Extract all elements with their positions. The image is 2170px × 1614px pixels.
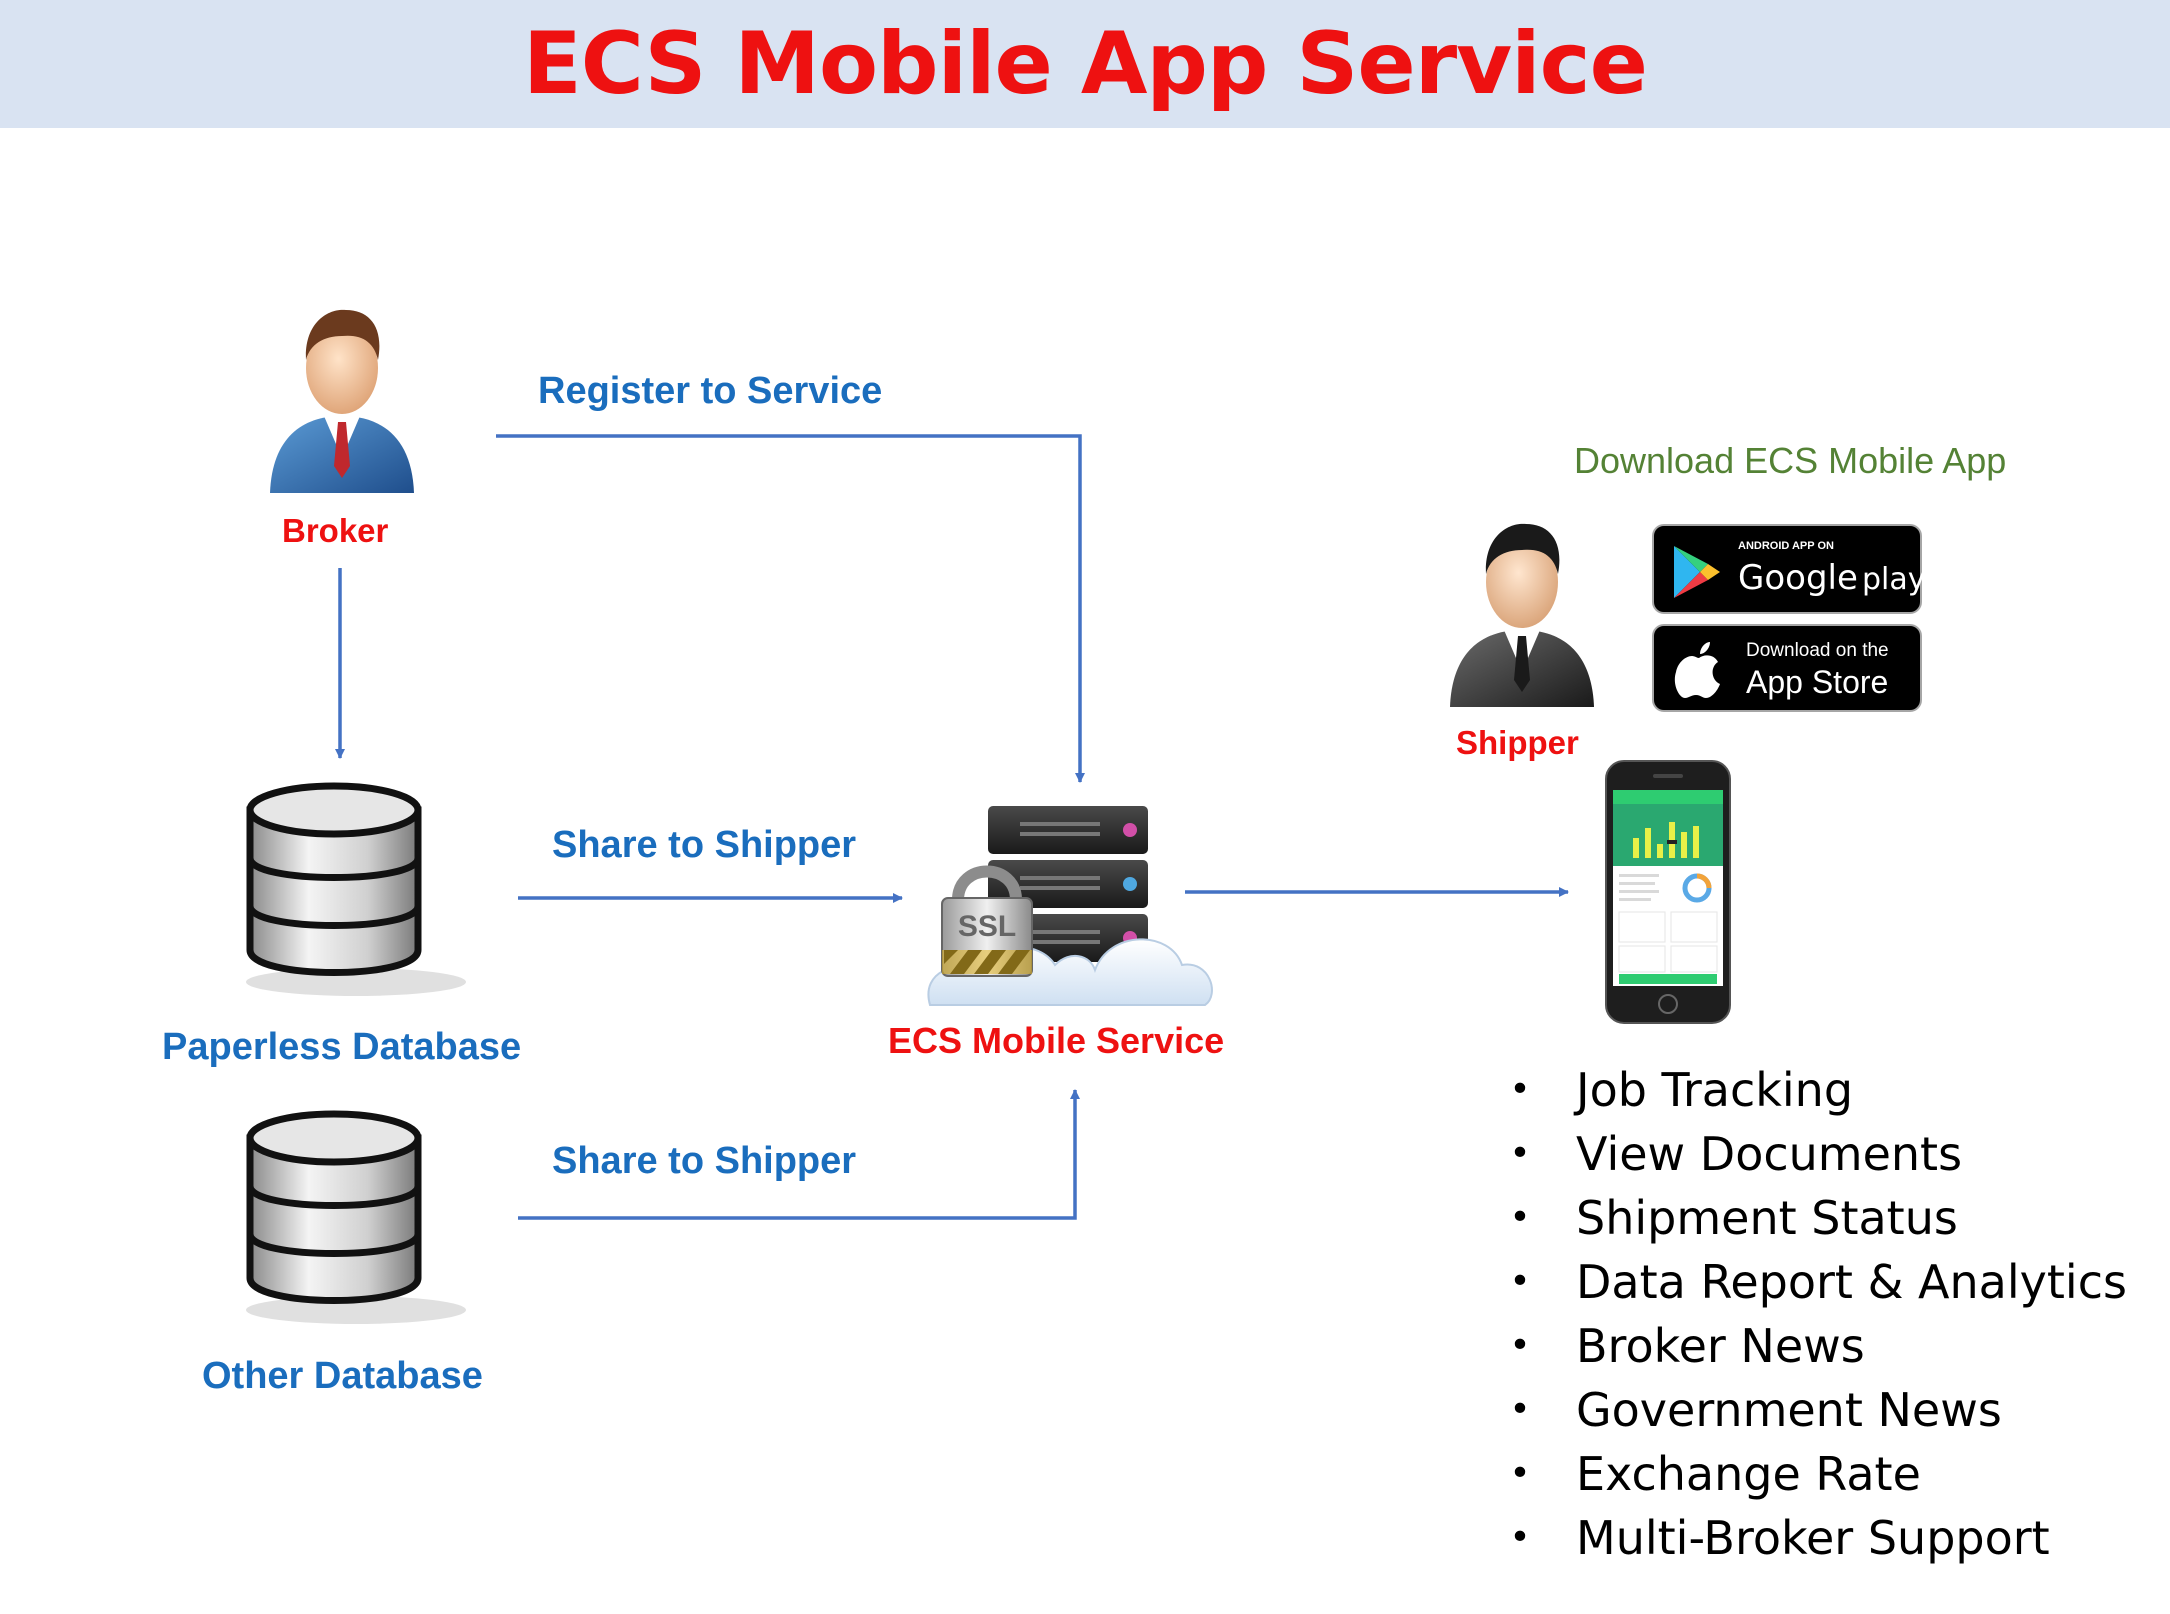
register-arrow [496,434,1085,783]
feature-text: Exchange Rate [1576,1447,1921,1501]
feature-text: Data Report & Analytics [1576,1255,2127,1309]
feature-text: Broker News [1576,1319,1865,1373]
feature-text: Multi-Broker Support [1576,1511,2050,1565]
feature-text: View Documents [1576,1127,1963,1181]
app-store-small-text: Download on the [1746,640,1889,661]
register-label: Register to Service [538,370,883,412]
shipper-icon [1450,523,1594,707]
ecs-mobile-service-label: ECS Mobile Service [888,1020,1225,1061]
google-play-badge[interactable]: ANDROID APP ON Google play [1652,524,1926,614]
app-store-badge[interactable]: Download on the App Store [1652,624,1922,712]
smartphone-icon [1605,760,1731,1024]
page-title: ECS Mobile App Service [523,14,1648,114]
google-play-icon [1674,546,1720,598]
feature-text: Shipment Status [1576,1191,1958,1245]
shipper-label: Shipper [1456,724,1579,761]
apple-icon [1674,642,1720,698]
broker-icon [270,309,414,493]
share2-arrow [518,1089,1080,1220]
share1-label: Share to Shipper [552,824,857,866]
google-word: Google [1738,558,1858,598]
app-store-big-text: App Store [1746,664,1889,700]
header-band [0,0,2170,128]
play-word: play [1862,562,1926,597]
paperless-database-icon [246,782,466,996]
paperless-database-label: Paperless Database [162,1026,522,1068]
download-title: Download ECS Mobile App [1574,440,2007,481]
feature-text: Government News [1576,1383,2002,1437]
other-database-label: Other Database [202,1355,483,1397]
share2-label: Share to Shipper [552,1140,857,1182]
ssl-text: SSL [958,910,1016,943]
feature-text: Job Tracking [1576,1063,1854,1117]
broker-label: Broker [282,512,389,549]
server-cloud-icon: SSL [927,806,1213,1006]
other-database-icon [246,1110,466,1324]
google-play-small-text: ANDROID APP ON [1738,540,1834,552]
